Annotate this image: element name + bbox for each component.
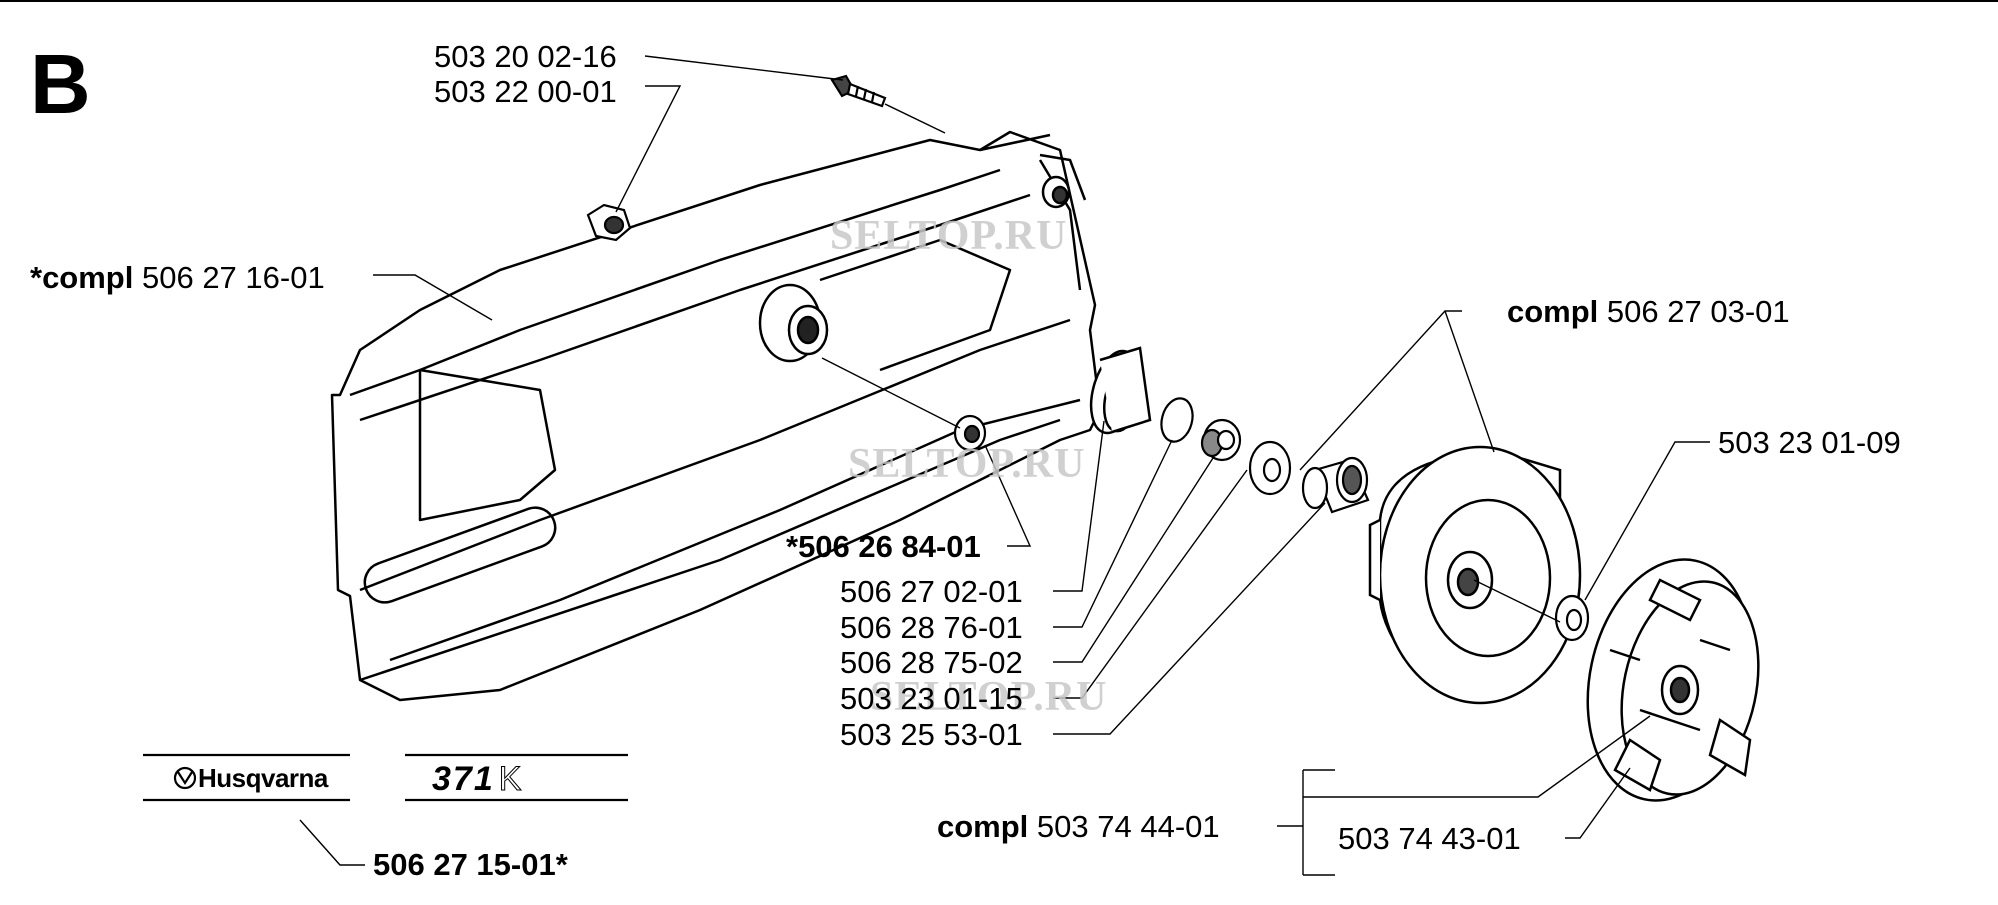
part-label-clutch-shoe[interactable]: 503 74 43-01 [1338, 821, 1521, 856]
part-label-decal-set[interactable]: 506 27 15-01* [373, 847, 568, 882]
decal-model: 371 [432, 760, 495, 798]
part-label-cup[interactable]: 506 27 02-01 [840, 574, 1023, 609]
needle-bearing-drawing [1301, 456, 1370, 514]
cup-drawing [1089, 346, 1152, 435]
section-letter: B [30, 37, 91, 131]
part-label-washer[interactable]: 503 23 01-15 [840, 681, 1023, 716]
ring-drawing [1160, 397, 1194, 443]
part-label-bushing[interactable]: *506 26 84-01 [786, 529, 981, 564]
part-label-cover-compl[interactable]: *compl 506 27 16-01 [30, 260, 325, 295]
husqvarna-logo-decal: Husqvarna [198, 763, 328, 794]
husqvarna-crown-icon [173, 766, 197, 790]
part-label-clutch-washer[interactable]: 503 23 01-09 [1718, 425, 1901, 460]
compl-prefix: *compl [30, 260, 134, 295]
watermark: SELTOP.RU [830, 213, 1068, 259]
part-label-drum-compl[interactable]: compl 506 27 03-01 [1507, 294, 1790, 329]
cover-boss-drawing [758, 283, 829, 363]
part-label-spacer[interactable]: 506 28 75-02 [840, 645, 1023, 680]
decal-brand: Husqvarna [198, 763, 328, 793]
part-label-clutch-compl[interactable]: compl 503 74 44-01 [937, 809, 1220, 844]
clutch-cover-drawing [330, 130, 1102, 702]
clutch-drum-drawing [1368, 445, 1582, 705]
compl-prefix: compl [1507, 294, 1599, 329]
screw-drawing [830, 74, 887, 108]
part-label-screw[interactable]: 503 20 02-16 [434, 39, 617, 74]
compl-prefix: compl [937, 809, 1029, 844]
clutch-shoe-drawing [1586, 558, 1760, 802]
nut-drawing [586, 203, 632, 242]
spacer-drawing [1200, 418, 1242, 462]
watermark: SELTOP.RU [848, 441, 1086, 487]
cover-post-drawing [1041, 175, 1071, 209]
part-label-nut[interactable]: 503 22 00-01 [434, 74, 617, 109]
leader-lines [299, 55, 1710, 876]
clutch-washer-drawing [1554, 594, 1590, 642]
part-label-bearing[interactable]: 503 25 53-01 [840, 717, 1023, 752]
watermark: SELTOP.RU [870, 674, 1108, 720]
decal-model-suffix: K [498, 760, 524, 799]
washer-drawing [1248, 440, 1292, 496]
bushing-drawing [953, 414, 987, 452]
decal-rules [143, 753, 628, 802]
part-label-ring[interactable]: 506 28 76-01 [840, 610, 1023, 645]
